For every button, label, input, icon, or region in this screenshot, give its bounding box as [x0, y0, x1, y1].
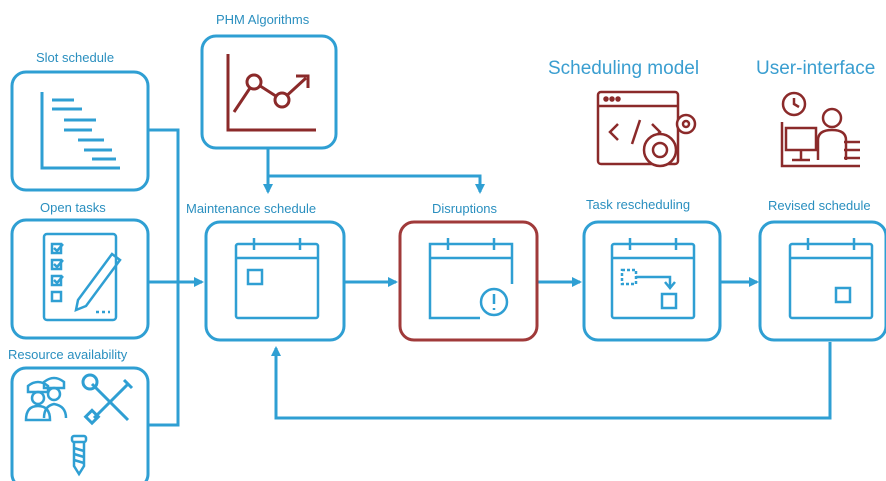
- task-rescheduling-label: Task rescheduling: [586, 197, 691, 212]
- open-tasks-box: [10, 218, 150, 340]
- resource-connector: [148, 282, 180, 427]
- code-gears-icon: [596, 90, 697, 168]
- maintenance-schedule-box: [204, 220, 346, 342]
- slot-schedule-label: Slot schedule: [36, 50, 115, 65]
- phm-algorithms-label: PHM Algorithms: [216, 12, 310, 27]
- gantt-chart-icon: [40, 92, 120, 170]
- phm-algorithms-box: [200, 34, 338, 150]
- workers-icon: [24, 376, 68, 422]
- feedback-loop-arrow: [271, 342, 832, 420]
- calendar-alert-icon: [428, 238, 514, 320]
- revised-schedule-label: Revised schedule: [768, 198, 871, 213]
- disruptions-label: Disruptions: [432, 201, 498, 216]
- calendar-reschedule-icon: [610, 238, 696, 320]
- user-interface-label: User-interface: [756, 58, 876, 79]
- trend-chart-icon: [226, 54, 316, 132]
- wrench-screwdriver-icon: [81, 373, 134, 426]
- slot-schedule-box: [10, 70, 150, 192]
- slot-schedule-connector: [148, 128, 180, 282]
- calendar-icon: [788, 238, 874, 320]
- checklist-pencil-icon: [42, 232, 122, 322]
- resource-availability-box: [10, 366, 150, 481]
- revised-schedule-box: [758, 220, 886, 342]
- resource-availability-label: Resource availability: [8, 347, 128, 362]
- scheduling-model-label: Scheduling model: [548, 58, 700, 79]
- screw-icon: [70, 434, 88, 477]
- calendar-icon: [234, 238, 320, 320]
- user-at-desk-icon: [780, 91, 860, 168]
- disruptions-box: [398, 220, 539, 342]
- task-rescheduling-box: [582, 220, 722, 342]
- connectors: [148, 128, 832, 427]
- open-tasks-label: Open tasks: [40, 200, 106, 215]
- maintenance-schedule-label: Maintenance schedule: [186, 201, 317, 216]
- phm-to-disruptions-arrow: [268, 174, 485, 194]
